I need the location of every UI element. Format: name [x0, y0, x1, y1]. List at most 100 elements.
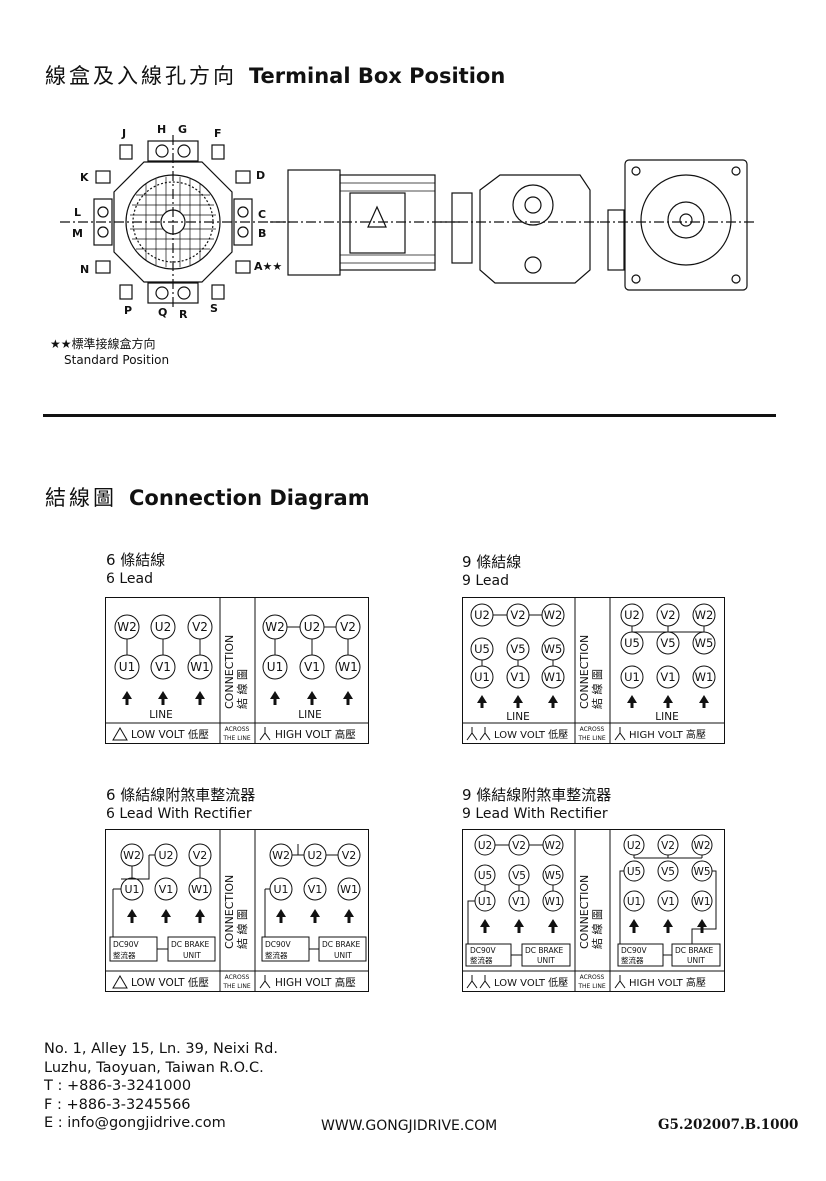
- lead-v2: V2: [342, 849, 357, 862]
- caption-9-lead-en: 9 Lead: [462, 573, 509, 589]
- caption-6-lead: 6 條結線 6 Lead: [106, 550, 165, 588]
- lead-w1: W1: [190, 660, 210, 674]
- lead-w1: W1: [693, 896, 710, 908]
- rectifier-label: 整流器: [265, 950, 288, 960]
- lead-w5: W5: [544, 870, 561, 882]
- across-label: THE LINE: [577, 983, 605, 990]
- across-label: THE LINE: [222, 983, 250, 990]
- lead-w2: W2: [272, 849, 290, 862]
- dc90v-label: DC90V: [113, 940, 140, 949]
- connection-title-zh: 結線圖: [45, 486, 117, 510]
- high-volt-label: HIGH VOLT 高壓: [629, 976, 706, 989]
- diagram-9-lead: U2 V2 W2 U5 V5 W5 U1 V1 W1 U2 V2 W2 U5 V…: [462, 597, 725, 744]
- pos-q: Q: [158, 306, 167, 319]
- lead-w2: W2: [123, 849, 141, 862]
- lead-v1: V1: [661, 896, 675, 908]
- rectifier-label: 整流器: [621, 955, 644, 965]
- lead-v5: V5: [510, 642, 525, 656]
- lead-v1: V1: [660, 670, 675, 684]
- line-label: LINE: [149, 709, 172, 721]
- connection-vertical-label-zh: 結 線 圖: [590, 909, 604, 949]
- caption-6-lead-zh: 6 條結線: [106, 551, 166, 569]
- lead-w1: W1: [544, 670, 563, 684]
- terminal-box-title-en: Terminal Box Position: [249, 64, 506, 88]
- lead-u2: U2: [307, 849, 322, 862]
- lead-w2: W2: [693, 840, 710, 852]
- flange-view: [600, 159, 755, 291]
- lead-w2: W2: [544, 608, 563, 622]
- caption-6-lead-rect-en: 6 Lead With Rectifier: [106, 806, 252, 822]
- phone: T : +886-3-3241000: [44, 1078, 192, 1094]
- motor-side-view: [270, 169, 460, 276]
- pos-l: L: [74, 206, 81, 219]
- lead-w1: W1: [191, 883, 209, 896]
- lead-v1: V1: [159, 883, 174, 896]
- pos-d: D: [256, 169, 265, 182]
- lead-v2: V2: [512, 840, 526, 852]
- dc90v-label: DC90V: [265, 940, 292, 949]
- lead-u1: U1: [119, 660, 135, 674]
- line-label: LINE: [298, 709, 321, 721]
- lead-u5: U5: [474, 642, 490, 656]
- standard-position-note: ★★標準接線盒方向 Standard Position: [50, 336, 169, 368]
- lead-u2: U2: [158, 849, 173, 862]
- unit-label: UNIT: [537, 956, 555, 965]
- lead-v1: V1: [512, 896, 526, 908]
- motor-front-view: [60, 135, 290, 310]
- across-label: ACROSS: [580, 974, 605, 981]
- across-label: THE LINE: [577, 735, 605, 742]
- across-label: ACROSS: [580, 726, 605, 733]
- lead-u2: U2: [624, 608, 640, 622]
- low-volt-label: LOW VOLT 低壓: [131, 728, 209, 741]
- lead-w2: W2: [695, 608, 714, 622]
- dc-brake-label: DC BRAKE: [171, 940, 209, 949]
- pos-g: G: [178, 123, 187, 136]
- line-label: LINE: [655, 711, 678, 723]
- caption-6-lead-rect: 6 條結線附煞車整流器 6 Lead With Rectifier: [106, 785, 255, 823]
- lead-v5: V5: [661, 866, 675, 878]
- address-line-1: No. 1, Alley 15, Ln. 39, Neixi Rd.: [44, 1041, 278, 1057]
- dc90v-label: DC90V: [621, 946, 648, 955]
- lead-v1: V1: [304, 660, 320, 674]
- caption-9-lead-rect-zh: 9 條結線附煞車整流器: [462, 786, 612, 804]
- high-volt-label: HIGH VOLT 高壓: [275, 728, 356, 741]
- lead-u5: U5: [478, 870, 492, 882]
- lead-u1: U1: [627, 896, 641, 908]
- lead-w2: W2: [544, 840, 561, 852]
- pos-p: P: [124, 304, 132, 317]
- fax: F : +886-3-3245566: [44, 1096, 191, 1113]
- lead-v5: V5: [512, 870, 526, 882]
- across-label: ACROSS: [225, 726, 250, 733]
- lead-v2: V2: [340, 620, 356, 634]
- lead-u1: U1: [124, 883, 139, 896]
- pos-h: H: [157, 123, 166, 136]
- dc-brake-label: DC BRAKE: [675, 946, 713, 955]
- pos-c: C: [258, 208, 266, 221]
- note-en: Standard Position: [64, 353, 170, 367]
- website-link[interactable]: WWW.GONGJIDRIVE.COM: [321, 1118, 498, 1134]
- high-volt-label: HIGH VOLT 高壓: [275, 976, 356, 989]
- lead-u5: U5: [627, 866, 641, 878]
- caption-9-lead-rect-en: 9 Lead With Rectifier: [462, 806, 608, 822]
- connection-vertical-label: CONNECTION: [223, 635, 236, 709]
- lead-w5: W5: [695, 636, 714, 650]
- lead-v5: V5: [660, 636, 675, 650]
- email[interactable]: E : info@gongjidrive.com: [44, 1115, 226, 1131]
- dc-brake-label: DC BRAKE: [322, 940, 360, 949]
- connection-vertical-label-zh: 結 線 圖: [590, 669, 604, 709]
- lead-w2: W2: [265, 620, 285, 634]
- lead-v2: V2: [510, 608, 525, 622]
- connection-vertical-label: CONNECTION: [223, 875, 236, 949]
- diagram-9-lead-rectifier: U2 V2 W2 U5 V5 W5 U1 V1 W1 U2 V2 W2 U5 V…: [462, 829, 725, 992]
- lead-u1: U1: [624, 670, 640, 684]
- lead-u2: U2: [155, 620, 171, 634]
- lead-w5: W5: [544, 642, 563, 656]
- dc90v-label: DC90V: [470, 946, 497, 955]
- lead-u2: U2: [304, 620, 320, 634]
- lead-v2: V2: [660, 608, 675, 622]
- pos-r: R: [179, 308, 188, 321]
- note-zh: ★★標準接線盒方向: [50, 337, 156, 351]
- connection-vertical-label: CONNECTION: [578, 635, 591, 709]
- lead-u2: U2: [478, 840, 492, 852]
